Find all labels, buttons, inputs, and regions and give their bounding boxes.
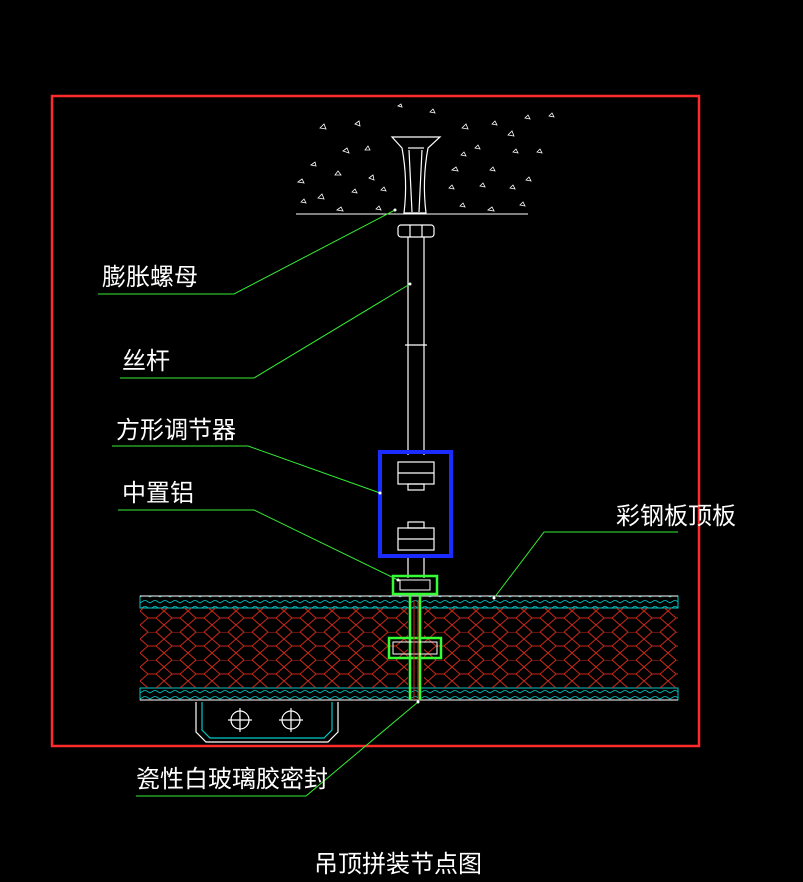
label-color-steel-panel: 彩钢板顶板 — [616, 502, 736, 530]
label-glass-sealant: 瓷性白玻璃胶密封 — [136, 765, 328, 793]
threaded-rod — [405, 237, 427, 578]
bottom-channel — [195, 702, 339, 743]
label-square-adjuster: 方形调节器 — [116, 416, 236, 444]
top-nut — [397, 224, 435, 238]
leader-lines — [98, 209, 678, 797]
label-expansion-nut: 膨胀螺母 — [102, 263, 198, 291]
leader-dots — [378, 208, 496, 704]
concrete-slab — [296, 103, 555, 215]
drawing-title: 吊顶拼装节点图 — [314, 850, 482, 878]
honeycomb-core-right — [424, 608, 678, 688]
label-center-aluminum: 中置铝 — [122, 479, 194, 507]
center-aluminum — [387, 574, 443, 700]
label-threaded-rod: 丝杆 — [122, 347, 170, 375]
expansion-anchor — [390, 136, 442, 214]
adjuster-bolts — [397, 461, 435, 551]
square-adjuster — [378, 450, 453, 558]
honeycomb-core-left — [140, 608, 408, 688]
drawing-frame — [50, 94, 701, 748]
